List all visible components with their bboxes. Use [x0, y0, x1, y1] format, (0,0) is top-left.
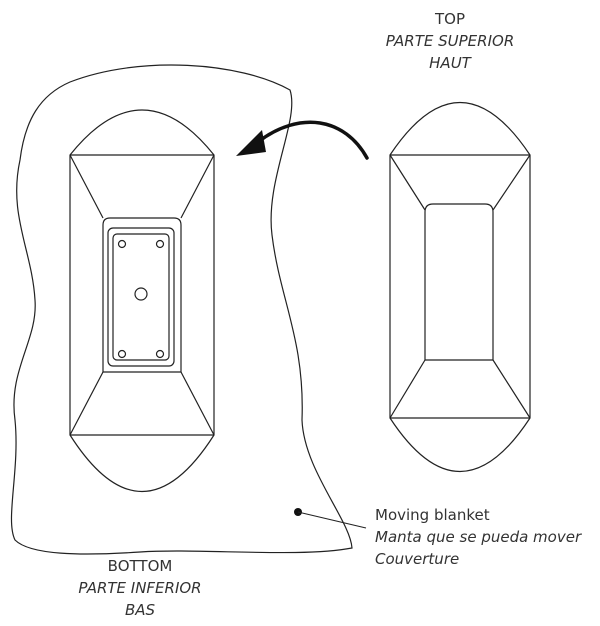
- center-hole: [134, 287, 148, 301]
- pointer-dot-icon: [294, 508, 367, 529]
- top-panel: [389, 102, 531, 472]
- mounting-screw: [155, 349, 165, 359]
- mounting-screw: [117, 349, 127, 359]
- blanket-label-en: Moving blanket: [375, 506, 490, 524]
- top-panel-outline: [389, 102, 531, 472]
- moving-blanket-outline: [10, 64, 353, 555]
- bottom-panel-outline: [69, 109, 215, 493]
- blanket-label-es: Manta que se pueda mover: [375, 528, 582, 546]
- bottom-label: BOTTOM PARTE INFERIOR BAS: [45, 555, 235, 621]
- mounting-screw: [155, 239, 165, 249]
- top-label-en: TOP: [434, 10, 465, 28]
- top-label-fr: HAUT: [429, 54, 471, 72]
- top-inner-panel: [424, 203, 494, 361]
- mounting-plate: [107, 227, 175, 367]
- bottom-inner-panel: [102, 217, 182, 373]
- bottom-label-fr: BAS: [124, 601, 156, 619]
- mounting-screw: [117, 239, 127, 249]
- top-label: TOP PARTE SUPERIOR HAUT: [350, 8, 550, 74]
- bottom-panel: [69, 109, 215, 493]
- blanket-label: Moving blanket Manta que se pueda mover …: [375, 504, 600, 570]
- blanket-label-fr: Couverture: [375, 550, 460, 568]
- mounting-plate-inner: [112, 233, 170, 361]
- flip-arrow-icon: [236, 120, 369, 160]
- top-label-es: PARTE SUPERIOR: [385, 32, 515, 50]
- bottom-label-es: PARTE INFERIOR: [78, 579, 202, 597]
- bottom-label-en: BOTTOM: [107, 557, 173, 575]
